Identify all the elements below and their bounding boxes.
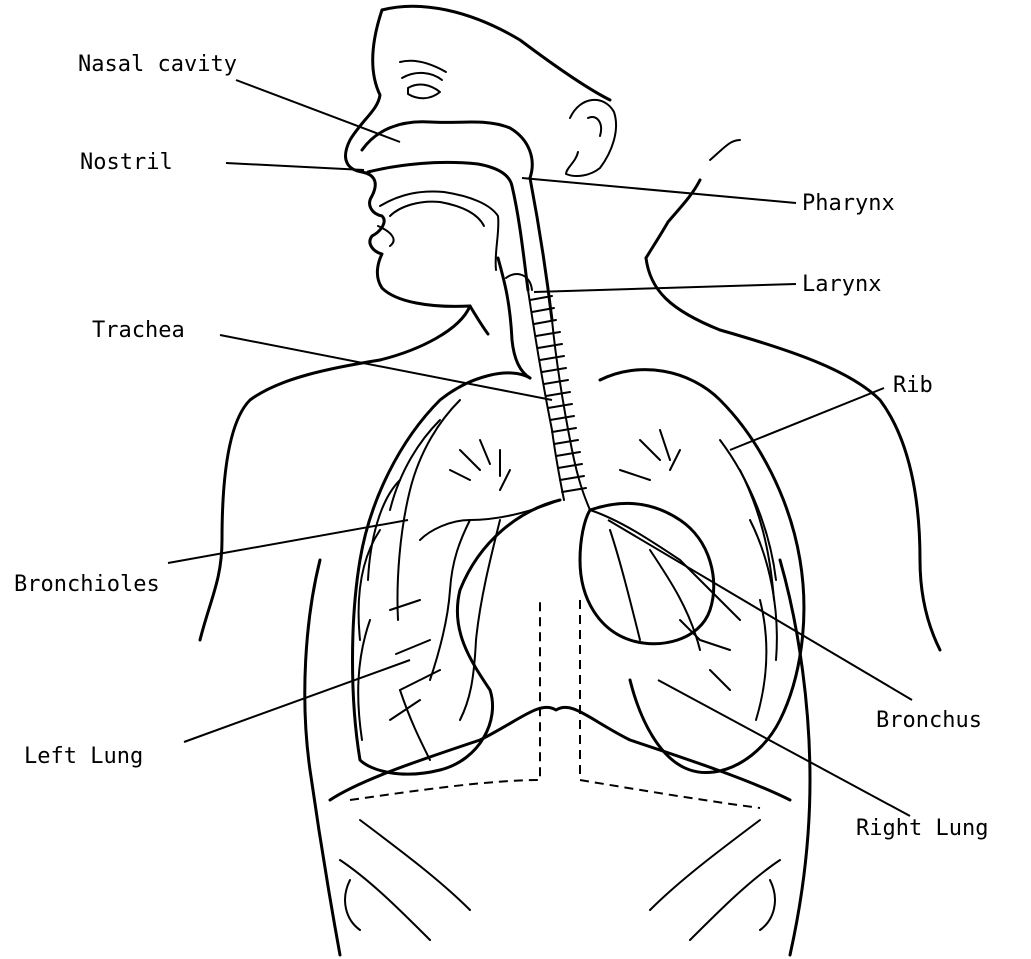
leader-lines [168, 80, 912, 816]
leader-nostril [226, 163, 364, 170]
label-left-lung: Left Lung [24, 746, 143, 768]
leader-trachea [220, 335, 552, 400]
head-outline [346, 6, 740, 334]
leader-larynx [534, 284, 796, 292]
trachea-drawing [506, 274, 590, 510]
label-right-lung: Right Lung [856, 818, 988, 840]
label-rib: Rib [893, 375, 933, 397]
label-nostril: Nostril [80, 152, 173, 174]
leader-bronchus [608, 520, 912, 700]
airway-upper [362, 122, 552, 320]
leader-nasal-cavity [236, 80, 400, 142]
leader-pharynx [522, 178, 796, 203]
leader-rib [730, 388, 884, 450]
torso-outline [200, 330, 940, 955]
leader-left-lung [184, 660, 410, 742]
label-trachea: Trachea [92, 320, 185, 342]
pleura-dashed [350, 600, 760, 808]
label-bronchus: Bronchus [876, 710, 982, 732]
lower-rib-cage [330, 707, 790, 940]
label-larynx: Larynx [802, 274, 881, 296]
neck-outline [380, 258, 720, 378]
label-nasal-cavity: Nasal cavity [78, 54, 237, 76]
label-bronchioles: Bronchioles [14, 574, 160, 596]
label-pharynx: Pharynx [802, 193, 895, 215]
right-lung-drawing [580, 370, 804, 773]
